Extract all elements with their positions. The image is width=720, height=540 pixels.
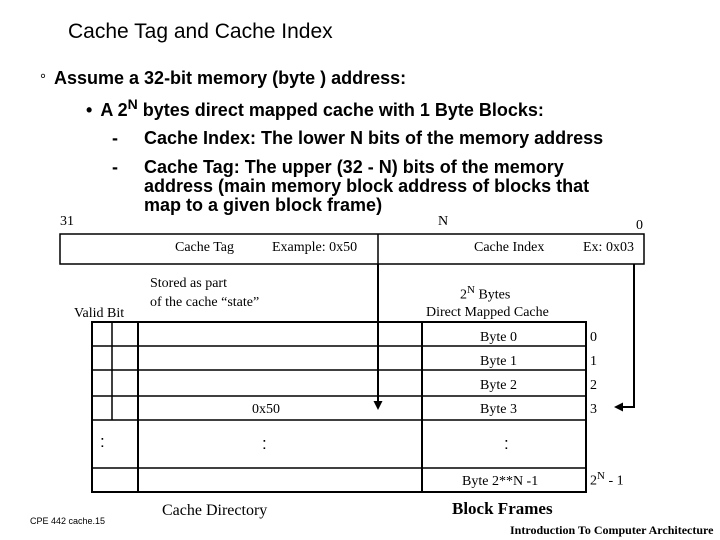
index-3: 3 bbox=[590, 402, 597, 417]
index-last: 2N - 1 bbox=[590, 470, 624, 490]
cache-type-label: Direct Mapped Cache bbox=[426, 305, 549, 320]
bit-0-label: 0 bbox=[636, 218, 643, 233]
tag-ellipsis: : bbox=[262, 434, 267, 453]
cache-tag-example: Example: 0x50 bbox=[272, 240, 358, 255]
bullet-cache-size-pre: A 2 bbox=[100, 100, 128, 120]
cache-size-sup: N bbox=[467, 284, 475, 296]
cache-size-post: Bytes bbox=[474, 287, 511, 303]
stored-note-line1: Stored as part bbox=[150, 276, 227, 291]
index-0: 0 bbox=[590, 330, 597, 345]
block-byte-0: Byte 0 bbox=[480, 330, 517, 345]
dash: - bbox=[112, 128, 118, 148]
index-last-pre: 2 bbox=[590, 473, 597, 489]
cache-directory-caption: Cache Directory bbox=[162, 502, 268, 519]
valid-bit-label: Valid Bit bbox=[74, 306, 125, 321]
block-byte-last: Byte 2**N -1 bbox=[462, 474, 539, 489]
sub-bullet-tag: - Cache Tag: The upper (32 - N) bits of t… bbox=[112, 158, 589, 215]
bullet-cache-size: • A 2N bytes direct mapped cache with 1 B… bbox=[86, 96, 544, 121]
bullet-dot: • bbox=[86, 100, 93, 120]
cache-tag-field-label: Cache Tag bbox=[175, 240, 235, 255]
block-frames-box bbox=[421, 321, 587, 493]
index-1: 1 bbox=[590, 354, 597, 369]
bullet-marker: ° bbox=[40, 71, 46, 88]
cache-index-field-label: Cache Index bbox=[474, 240, 545, 255]
bit-n-label: N bbox=[438, 214, 449, 229]
sub-bullet-index-text: Cache Index: The lower N bits of the mem… bbox=[144, 128, 604, 148]
block-ellipsis: : bbox=[504, 434, 509, 453]
stored-note-line2: of the cache “state” bbox=[150, 295, 260, 310]
sub-bullet-tag-line2: address (main memory block address of bl… bbox=[144, 176, 590, 196]
valid-ellipsis: : bbox=[100, 432, 105, 451]
cache-size-label: 2N Bytes bbox=[460, 284, 510, 304]
cache-index-example: Ex: 0x03 bbox=[583, 240, 634, 255]
bullet-assume: ° Assume a 32-bit memory (byte ) address: bbox=[40, 68, 406, 89]
block-byte-2: Byte 2 bbox=[480, 378, 517, 393]
index-last-sup: N bbox=[597, 470, 605, 482]
stored-tag-value: 0x50 bbox=[252, 402, 280, 417]
footer-course-label: CPE 442 cache.15 bbox=[30, 516, 106, 526]
bullet-cache-size-sup: N bbox=[127, 96, 138, 112]
block-byte-3: Byte 3 bbox=[480, 402, 517, 417]
block-byte-1: Byte 1 bbox=[480, 354, 517, 369]
index-select-arrow bbox=[614, 264, 635, 412]
slide-title: Cache Tag and Cache Index bbox=[68, 20, 333, 43]
dash: - bbox=[112, 157, 118, 177]
index-last-post: - 1 bbox=[604, 473, 624, 489]
block-frames-caption: Block Frames bbox=[452, 499, 553, 518]
cache-size-pre: 2 bbox=[460, 287, 467, 303]
index-2: 2 bbox=[590, 378, 597, 393]
sub-bullet-tag-line1: Cache Tag: The upper (32 - N) bits of th… bbox=[144, 157, 564, 177]
sub-bullet-index: - Cache Index: The lower N bits of the me… bbox=[112, 128, 603, 149]
footer-course-title: Introduction To Computer Architecture bbox=[510, 523, 714, 537]
bullet-assume-text: Assume a 32-bit memory (byte ) address: bbox=[54, 68, 407, 88]
address-register bbox=[59, 233, 645, 265]
bullet-cache-size-post: bytes direct mapped cache with 1 Byte Bl… bbox=[137, 100, 544, 120]
sub-bullet-tag-line3: map to a given block frame) bbox=[144, 195, 383, 215]
bit-31-label: 31 bbox=[60, 214, 74, 229]
